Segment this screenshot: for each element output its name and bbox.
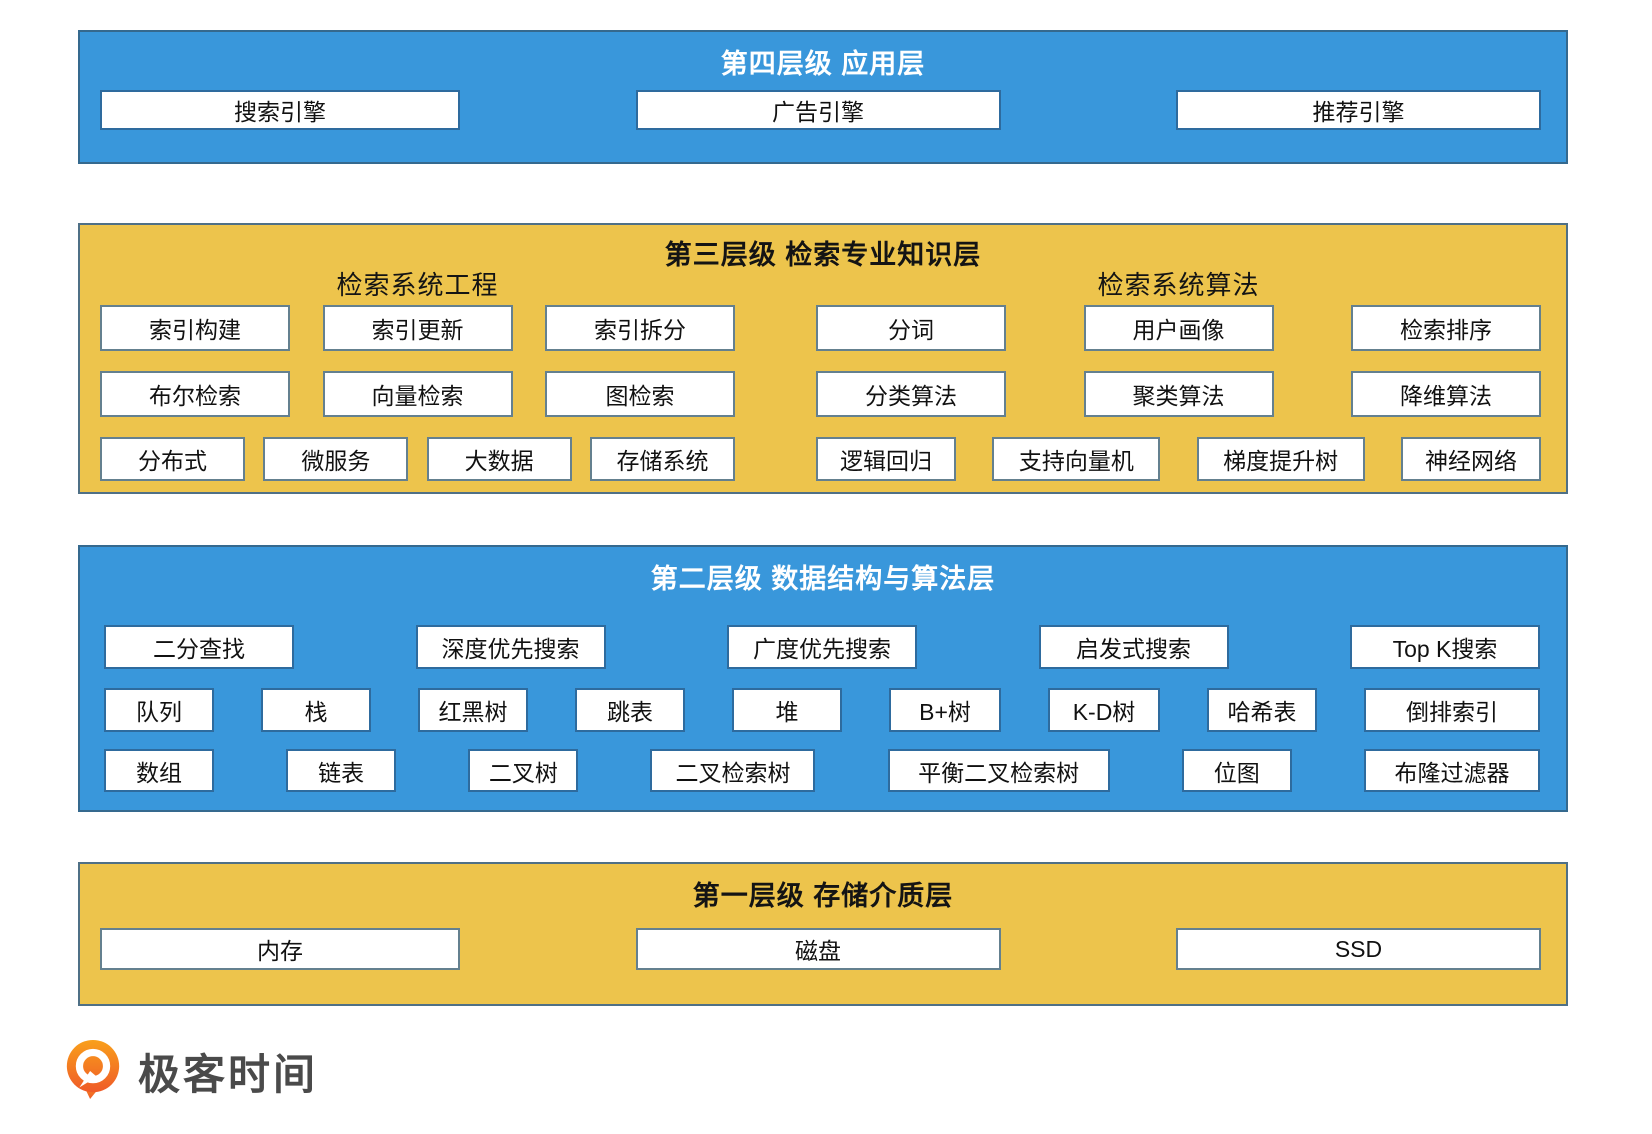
box-skip-list: 跳表	[575, 688, 685, 732]
subheading-retrieval-engineering: 检索系统工程	[336, 270, 499, 300]
box-binary-tree: 二叉树	[468, 749, 579, 792]
brand-footer: 极客时间	[62, 1038, 318, 1105]
layer3-row3-left-group: 分布式 微服务 大数据 存储系统	[100, 437, 735, 481]
layer3-row1-left-group: 索引构建 索引更新 索引拆分	[100, 305, 735, 351]
box-topk-search: Top K搜索	[1350, 625, 1540, 669]
layer1-row: 内存 磁盘 SSD	[100, 928, 1541, 970]
layer1-title: 第一层级 存储介质层	[692, 881, 954, 911]
layer3-subheadings: 检索系统工程 检索系统算法	[100, 265, 1541, 300]
box-bigdata: 大数据	[426, 437, 572, 481]
layer3-row2-left-group: 布尔检索 向量检索 图检索	[100, 371, 735, 417]
layer3-row1-right-group: 分词 用户画像 检索排序	[816, 305, 1541, 351]
layer4-title: 第四层级 应用层	[720, 49, 926, 79]
box-dimension-reduction: 降维算法	[1351, 371, 1541, 417]
layer4-panel: 第四层级 应用层 搜索引擎 广告引擎 推荐引擎	[78, 30, 1568, 164]
box-search-engine: 搜索引擎	[100, 90, 460, 130]
geektime-logo-icon	[62, 1038, 124, 1105]
layer4-row: 搜索引擎 广告引擎 推荐引擎	[100, 90, 1541, 130]
box-kd-tree: K-D树	[1048, 688, 1160, 732]
box-heap: 堆	[732, 688, 842, 732]
box-index-update: 索引更新	[322, 305, 513, 351]
box-vector-retrieval: 向量检索	[322, 371, 513, 417]
layer2-row1: 二分查找 深度优先搜索 广度优先搜索 启发式搜索 Top K搜索	[104, 625, 1540, 669]
box-memory: 内存	[100, 928, 460, 970]
box-clustering-algorithm: 聚类算法	[1083, 371, 1274, 417]
layer3-row3-right-group: 逻辑回归 支持向量机 梯度提升树 神经网络	[816, 437, 1541, 481]
layer3-row1: 索引构建 索引更新 索引拆分 分词 用户画像 检索排序	[100, 305, 1541, 351]
box-red-black-tree: 红黑树	[418, 688, 528, 732]
box-binary-search-tree: 二叉检索树	[650, 749, 816, 792]
box-heuristic-search: 启发式搜索	[1038, 625, 1229, 669]
box-gbdt: 梯度提升树	[1196, 437, 1365, 481]
layer3-panel: 第三层级 检索专业知识层 检索系统工程 检索系统算法 索引构建 索引更新 索引拆…	[78, 223, 1568, 494]
box-index-build: 索引构建	[100, 305, 290, 351]
layer2-panel: 第二层级 数据结构与算法层 二分查找 深度优先搜索 广度优先搜索 启发式搜索 T…	[78, 545, 1568, 812]
layer3-row2-right-group: 分类算法 聚类算法 降维算法	[816, 371, 1541, 417]
box-ad-engine: 广告引擎	[635, 90, 1001, 130]
layer1-panel: 第一层级 存储介质层 内存 磁盘 SSD	[78, 862, 1568, 1006]
layer2-row2: 队列 栈 红黑树 跳表 堆 B+树 K-D树 哈希表 倒排索引	[104, 688, 1540, 732]
box-distributed: 分布式	[100, 437, 245, 481]
box-word-segmentation: 分词	[816, 305, 1006, 351]
box-dfs: 深度优先搜索	[415, 625, 606, 669]
box-user-profile: 用户画像	[1083, 305, 1274, 351]
layer2-row3: 数组 链表 二叉树 二叉检索树 平衡二叉检索树 位图 布隆过滤器	[104, 749, 1540, 792]
box-hash-table: 哈希表	[1207, 688, 1317, 732]
box-index-split: 索引拆分	[545, 305, 735, 351]
box-graph-retrieval: 图检索	[545, 371, 735, 417]
box-queue: 队列	[104, 688, 214, 732]
layer2-title: 第二层级 数据结构与算法层	[650, 564, 996, 594]
box-boolean-retrieval: 布尔检索	[100, 371, 290, 417]
layer3-title: 第三层级 检索专业知识层	[664, 240, 982, 270]
layer3-row3: 分布式 微服务 大数据 存储系统 逻辑回归 支持向量机 梯度提升树 神经网络	[100, 437, 1541, 481]
box-classification-algorithm: 分类算法	[816, 371, 1006, 417]
box-logistic-regression: 逻辑回归	[816, 437, 956, 481]
box-disk: 磁盘	[635, 928, 1001, 970]
box-svm: 支持向量机	[992, 437, 1161, 481]
box-binary-search: 二分查找	[104, 625, 294, 669]
layer3-row2: 布尔检索 向量检索 图检索 分类算法 聚类算法 降维算法	[100, 371, 1541, 417]
box-microservice: 微服务	[263, 437, 409, 481]
box-ssd: SSD	[1176, 928, 1541, 970]
box-retrieval-ranking: 检索排序	[1351, 305, 1541, 351]
box-array: 数组	[104, 749, 214, 792]
box-inverted-index: 倒排索引	[1364, 688, 1540, 732]
box-neural-network: 神经网络	[1400, 437, 1541, 481]
brand-name: 极客时间	[138, 1051, 319, 1098]
box-stack: 栈	[261, 688, 371, 732]
box-bloom-filter: 布隆过滤器	[1363, 749, 1540, 792]
subheading-retrieval-algorithms: 检索系统算法	[1097, 270, 1260, 300]
box-bplus-tree: B+树	[889, 688, 1001, 732]
box-bfs: 广度优先搜索	[727, 625, 917, 669]
box-recommend-engine: 推荐引擎	[1176, 90, 1541, 130]
box-bitmap: 位图	[1181, 749, 1292, 792]
box-balanced-bst: 平衡二叉检索树	[887, 749, 1110, 792]
box-storage-system: 存储系统	[589, 437, 735, 481]
box-linked-list: 链表	[286, 749, 397, 792]
